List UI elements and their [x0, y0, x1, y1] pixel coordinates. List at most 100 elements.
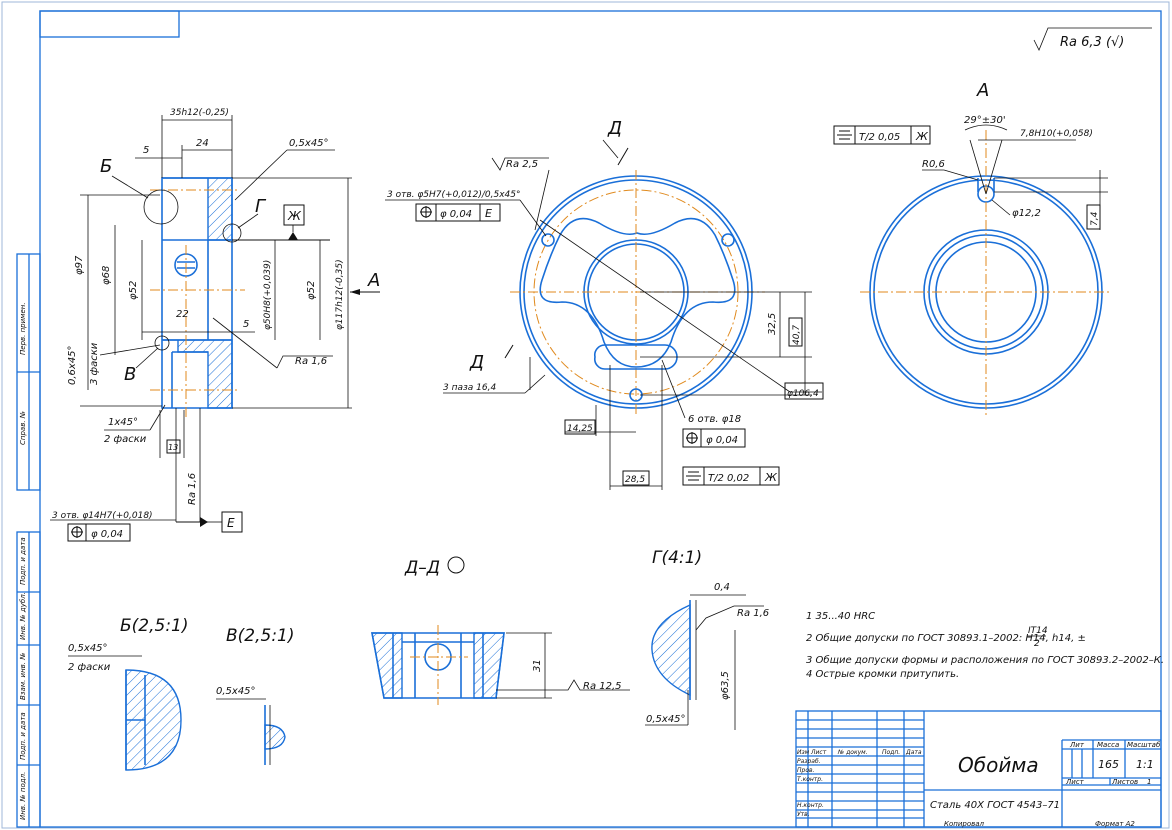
section-dd: Д–Д 31 Ra 12,5: [371, 556, 630, 705]
r06: R0,6: [922, 159, 945, 170]
lit-hdr: Лит: [1069, 741, 1085, 749]
row-tkontr: Т.контр.: [797, 776, 823, 783]
material: Сталь 40Х ГОСТ 4543–71: [930, 800, 1060, 811]
sym-a: T/2 0,05: [859, 132, 900, 143]
row-nkontr: Н.контр.: [797, 802, 824, 809]
title-block: Изм Лист № докум. Подп. Дата Разраб. Про…: [795, 710, 1162, 828]
col-doc: № докум.: [837, 749, 868, 756]
faski-2: 2 фаски: [104, 434, 147, 445]
front-view: φ106,4 Ra 2,5 3 отв. φ5H7(+0,012)/0,5x45…: [385, 118, 824, 490]
detail-g: Г(4:1) 0,4 Ra 1,6 φ63,5 0,5x45°: [645, 548, 769, 730]
sheets-val: 1: [1147, 778, 1151, 786]
faski-3: 3 фаски: [89, 342, 100, 385]
stamp-vzam: Взам. инв. №: [19, 652, 27, 700]
note-1: 1 35...40 HRC: [806, 611, 875, 622]
row-razrab: Разраб.: [797, 758, 821, 765]
b-faski: 2 фаски: [68, 662, 111, 673]
dim-chamfer-05: 0,5x45°: [289, 138, 329, 149]
scale-hdr: Масштаб: [1127, 741, 1161, 749]
tol-18: φ 0,04: [706, 435, 738, 446]
note-4: 4 Острые кромки притупить.: [806, 669, 959, 680]
g-phi635: φ63,5: [720, 671, 731, 700]
stamp-sprav: Справ. №: [19, 411, 27, 445]
technical-notes: 1 35...40 HRC 2 Общие допуски по ГОСТ 30…: [806, 611, 1164, 680]
view-d-bottom: Д: [469, 352, 484, 373]
mark-g: Г: [255, 196, 267, 217]
datum-zh: Ж: [287, 209, 302, 223]
dim-74: 7,4: [1090, 211, 1100, 226]
side-stamp: Перв. примен. Справ. № Подп. и дата Инв.…: [16, 253, 41, 828]
detail-v: В(2,5:1) 0,5x45°: [216, 626, 295, 765]
stamp-perv: Перв. примен.: [19, 302, 27, 355]
stamp-podp2: Подп. и дата: [19, 712, 27, 760]
roughness-general-text: Ra 6,3 (√): [1060, 35, 1124, 50]
sym-center-base: Ж: [764, 471, 778, 484]
g-ra16: Ra 1,6: [737, 608, 769, 619]
detail-v-label: В(2,5:1): [226, 626, 295, 646]
chamf-1: 1x45°: [108, 417, 138, 428]
note-2: 2 Общие допуски по ГОСТ 30893.1–2002: H1…: [806, 632, 1086, 644]
holes-14: 3 отв. φ14H7(+0,018): [52, 511, 153, 521]
dim-285: 28,5: [625, 475, 645, 485]
dim-phi97: φ97: [74, 255, 85, 275]
note-3: 3 Общие допуски формы и расположения по …: [806, 654, 1164, 666]
holes-5: 3 отв. φ5H7(+0,012)/0,5x45°: [387, 190, 520, 200]
col-izm: Изм: [797, 749, 810, 756]
chamf-06: 0,6x45°: [67, 345, 78, 385]
row-prov: Пров.: [797, 767, 815, 774]
sheet-hdr: Лист: [1065, 778, 1085, 786]
holes-18: 6 отв. φ18: [688, 414, 741, 425]
part-name: Обойма: [958, 753, 1039, 777]
ra16-vert: Ra 1,6: [187, 473, 198, 505]
dim-31: 31: [532, 659, 543, 672]
v-chamf: 0,5x45°: [216, 686, 256, 697]
col-list: Лист: [810, 749, 827, 756]
dim-1425: 14,25: [567, 424, 593, 434]
tol-5: φ 0,04: [440, 209, 472, 220]
view-a-label: А: [976, 80, 989, 101]
ra25: Ra 2,5: [506, 159, 538, 170]
dim-13: 13: [168, 443, 178, 452]
datum-e-left: Е: [227, 516, 235, 530]
arrow-a: А: [367, 270, 380, 291]
detail-b: Б(2,5:1) 0,5x45° 2 фаски: [68, 616, 189, 771]
dim-5b: 5: [243, 319, 249, 330]
dim-phi1064: φ106,4: [787, 389, 819, 399]
dim-phi52-right: φ52: [306, 281, 317, 300]
dim-24: 24: [196, 138, 209, 149]
section-g-label: Г(4:1): [652, 548, 702, 568]
tol-5-base: Е: [485, 207, 492, 220]
copied: Копировал: [944, 820, 985, 828]
detail-b-label: Б(2,5:1): [120, 616, 189, 636]
format: Формат А2: [1095, 820, 1135, 828]
sym-center: T/2 0,02: [708, 473, 749, 484]
row-utv: Утв.: [797, 811, 810, 818]
mark-b: Б: [100, 156, 112, 177]
sym-a-base: Ж: [915, 130, 929, 143]
mark-v: В: [124, 364, 136, 385]
g-chamf: 0,5x45°: [646, 714, 686, 725]
dim-phi117: φ117h12(-0,35): [335, 259, 345, 330]
dim-407: 40,7: [792, 325, 802, 345]
scale-val: 1:1: [1136, 758, 1154, 771]
mass-hdr: Масса: [1097, 741, 1119, 749]
ra16-left: Ra 1,6: [295, 356, 327, 367]
front-section-view: 35h12(-0,25) 24 5 0,5x45° φ97 φ68 φ52 22…: [50, 108, 380, 542]
sheets-hdr: Листов: [1111, 778, 1138, 786]
stamp-inv-podl: Инв. № подл.: [19, 772, 27, 820]
dim-phi68: φ68: [101, 266, 112, 285]
stamp-inv-dubl: Инв. № дубл.: [19, 592, 27, 640]
section-dd-label: Д–Д: [404, 558, 440, 578]
ra125: Ra 12,5: [583, 681, 622, 692]
dim-35h12: 35h12(-0,25): [170, 108, 229, 118]
phi122: φ12,2: [1012, 208, 1041, 219]
note-2-frac-top: IT14: [1028, 626, 1048, 636]
angle-29: 29°±30': [964, 115, 1006, 126]
pazy: 3 паза 16,4: [443, 383, 496, 393]
stamp-podp1: Подп. и дата: [19, 537, 27, 585]
general-roughness: Ra 6,3 (√): [1033, 27, 1152, 51]
view-a: А 29°±30' 7,8H10(+0,058) T/2 0,05 Ж R0,6…: [833, 80, 1110, 415]
b-chamf: 0,5x45°: [68, 643, 108, 654]
view-d-top: Д: [607, 118, 622, 139]
